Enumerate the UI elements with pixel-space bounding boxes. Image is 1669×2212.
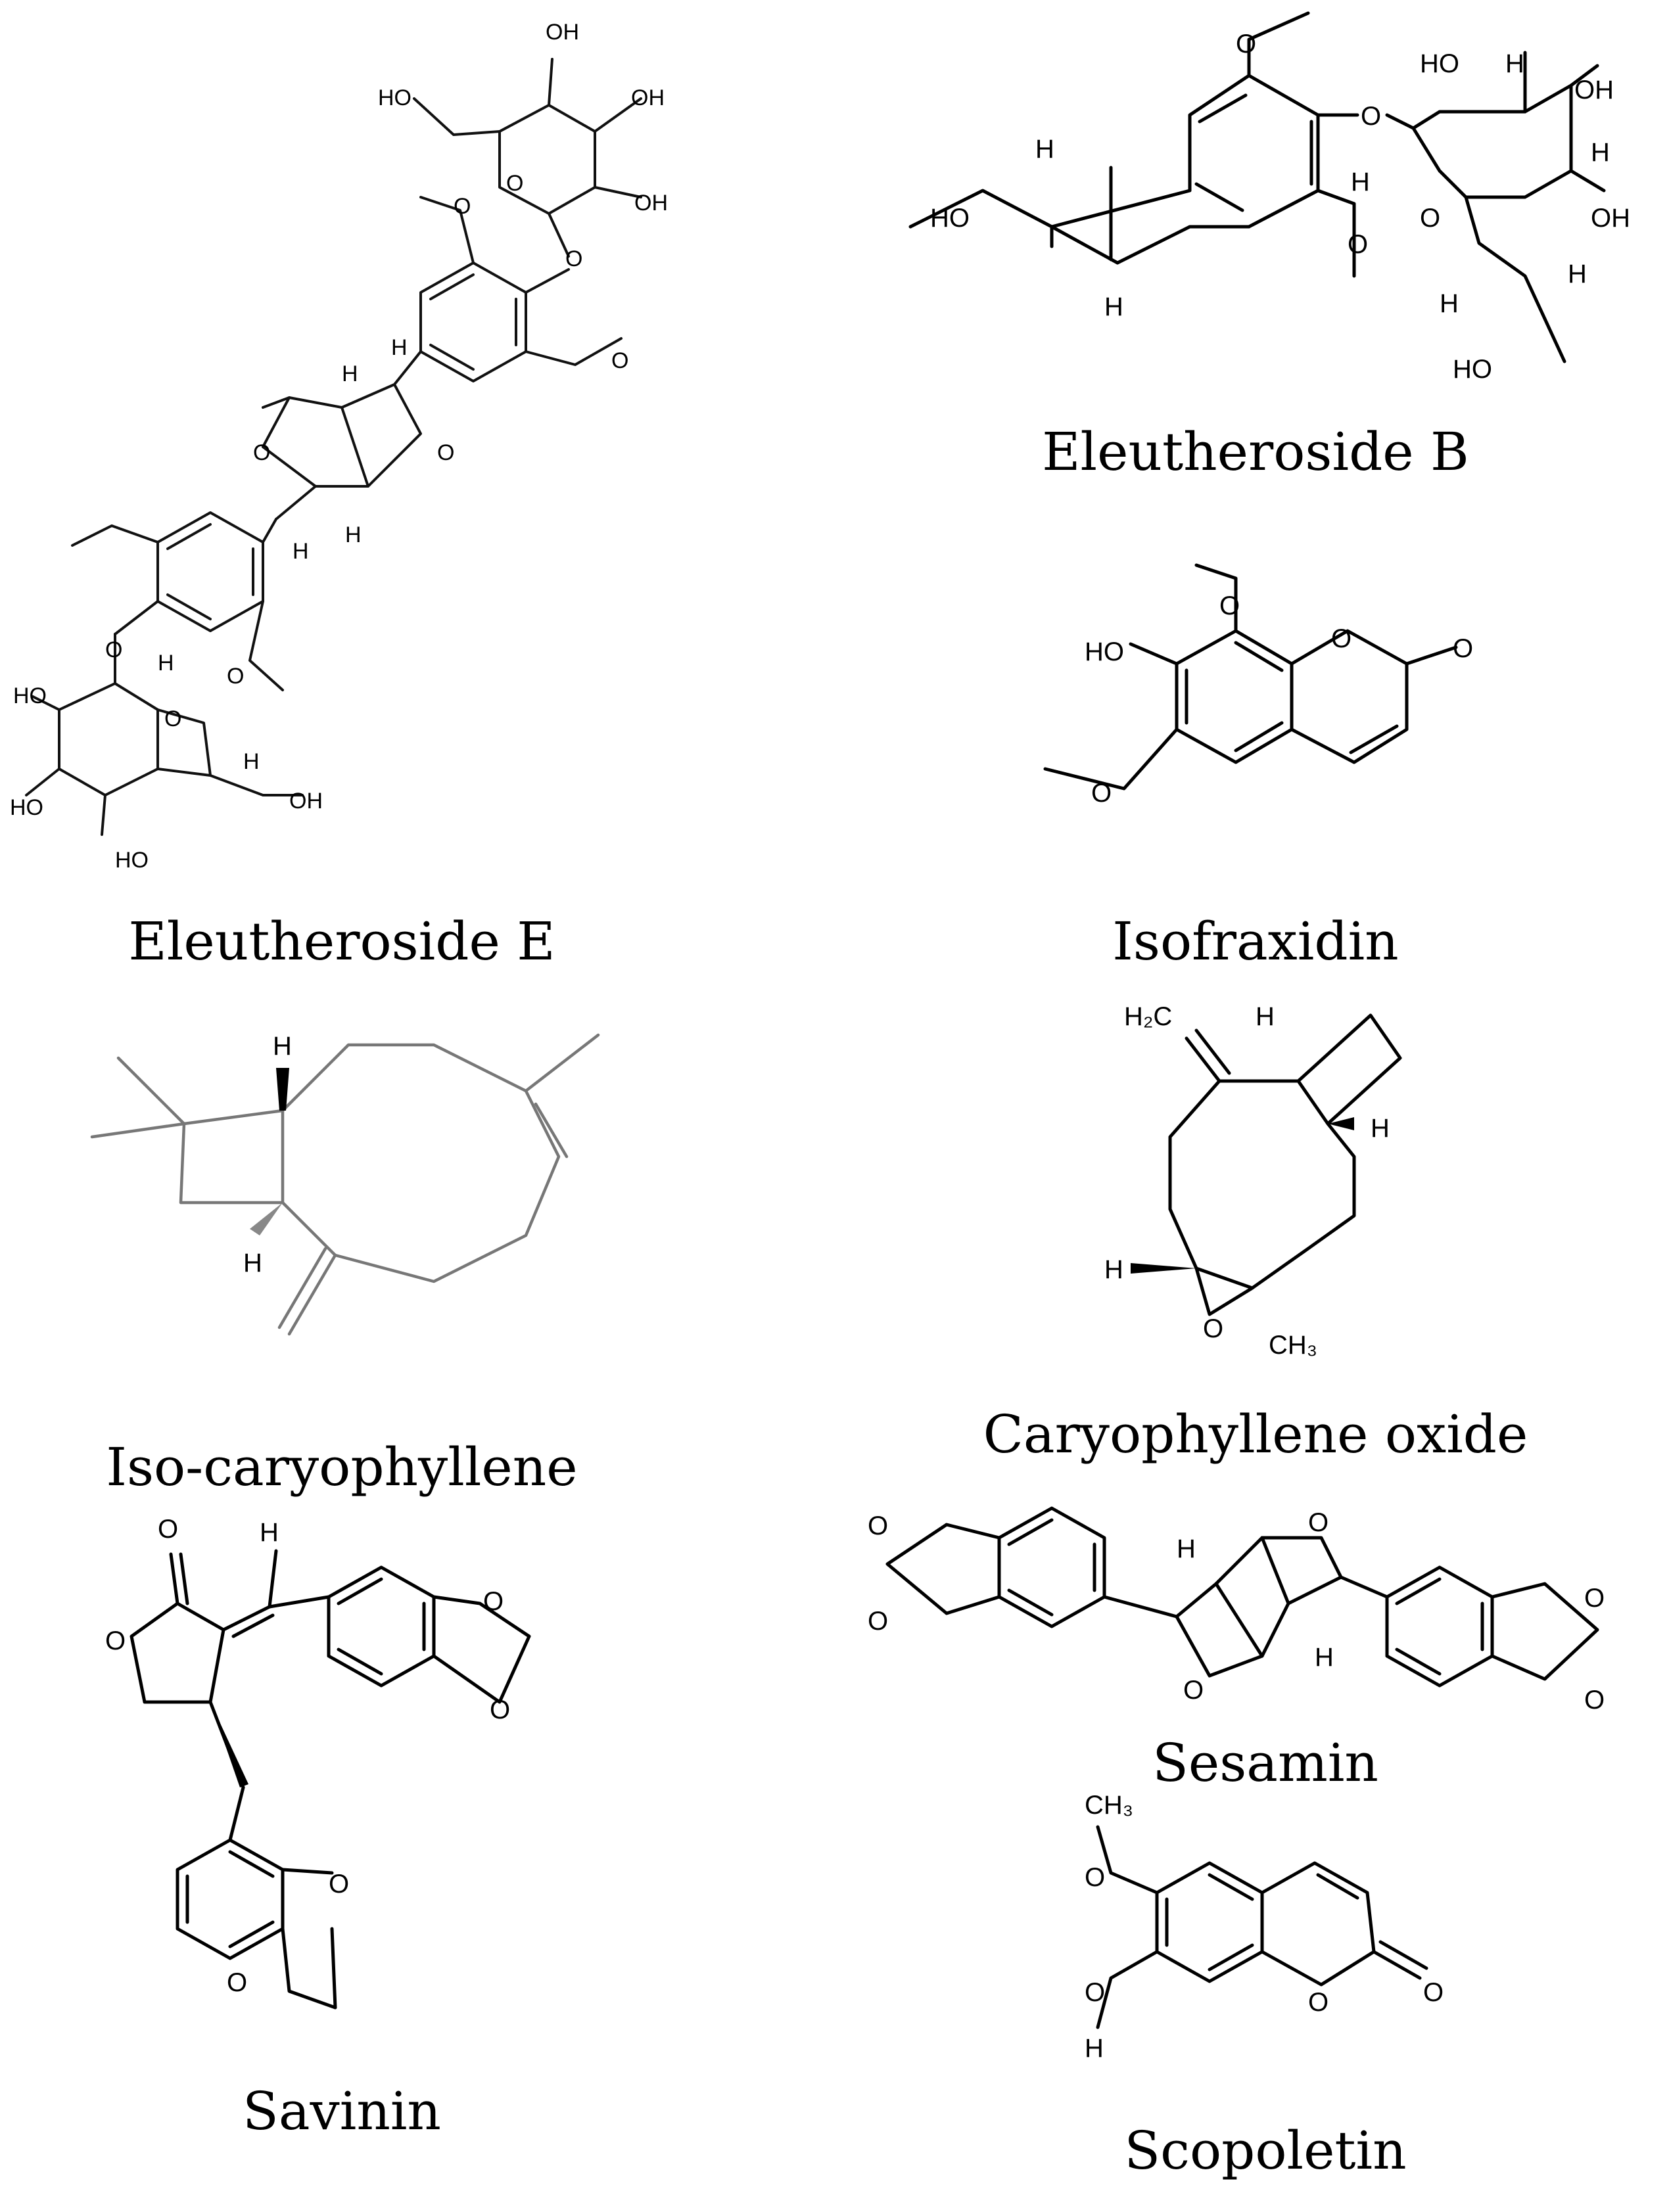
atom-label: H: [342, 361, 358, 386]
atom-label: H: [1505, 49, 1524, 78]
atom-label: O: [1584, 1686, 1605, 1715]
atom-label: O: [454, 194, 471, 219]
atom-label: O: [565, 246, 582, 271]
atom-label: H: [345, 522, 362, 547]
atom-label: O: [1361, 102, 1381, 131]
atom-label: HO: [115, 848, 149, 873]
atom-label: HO: [10, 795, 43, 820]
atom-label: O: [1085, 1978, 1105, 2007]
atom-label: O: [437, 440, 454, 465]
atom-label: HO: [1453, 355, 1492, 384]
compound-name-eleutheroside-b: Eleutheroside B: [1042, 421, 1469, 482]
atom-label: O: [1203, 1314, 1223, 1343]
atom-label: H: [243, 1249, 262, 1278]
atom-label: O: [868, 1607, 888, 1636]
atom-label: HO: [1085, 637, 1124, 666]
atom-label: O: [1584, 1584, 1605, 1613]
atom-label: O: [1453, 634, 1473, 663]
atom-label: O: [105, 1626, 126, 1655]
atom-label: O: [1348, 230, 1368, 259]
atom-label: O: [1183, 1676, 1204, 1705]
atom-label: O: [329, 1870, 349, 1899]
atom-label: O: [1308, 1508, 1328, 1537]
atom-label: H: [1568, 260, 1587, 288]
atom-label: H: [391, 335, 408, 360]
atom-label: H: [1035, 135, 1054, 164]
compound-name-scopoletin: Scopoletin: [1124, 2120, 1406, 2181]
compound-name-iso-caryophyllene: Iso-caryophyllene: [106, 1437, 577, 1498]
atom-label: HO: [1420, 49, 1459, 78]
atom-label: H: [293, 539, 309, 564]
structure-iso-caryophyllene: H H: [90, 1032, 600, 1336]
atom-label: O: [1091, 779, 1112, 808]
atom-label: O: [611, 348, 628, 373]
atom-label: H: [158, 651, 174, 676]
compound-name-isofraxidin: Isofraxidin: [1112, 911, 1398, 972]
atom-label: O: [1085, 1863, 1105, 1892]
atom-label: H: [1440, 289, 1459, 318]
atom-label: O: [868, 1511, 888, 1540]
atom-label: H: [243, 749, 260, 774]
atom-label: O: [1420, 204, 1440, 233]
compound-name-caryophyllene-oxide: Caryophyllene oxide: [983, 1404, 1528, 1465]
atom-label: HO: [378, 85, 411, 110]
atom-label: H: [1315, 1643, 1334, 1672]
atom-label: H: [1351, 168, 1370, 196]
structure-sesamin: O O H O O H O O: [868, 1506, 1605, 1715]
structure-eleutheroside-e: OH OH OH HO O O O O O O H H H H O O O H …: [10, 20, 668, 873]
atom-label: HO: [930, 204, 970, 233]
atom-label: O: [227, 1968, 247, 1997]
atom-label: H: [273, 1032, 292, 1061]
atom-label: H₂C: [1124, 1002, 1172, 1031]
atom-label: H: [1104, 292, 1123, 321]
atom-label: OH: [634, 191, 668, 216]
atom-label: O: [105, 637, 122, 662]
atom-label: H: [1085, 2034, 1104, 2063]
compound-name-sesamin: Sesamin: [1152, 1732, 1378, 1793]
atom-label: H: [1177, 1534, 1196, 1563]
compound-name-savinin: Savinin: [243, 2081, 441, 2142]
structure-savinin: O H O O O O O: [105, 1515, 531, 2010]
atom-label: OH: [546, 20, 579, 45]
compound-name-eleutheroside-e: Eleutheroside E: [128, 911, 555, 972]
atom-label: O: [506, 171, 523, 196]
atom-label: O: [1219, 591, 1240, 620]
structure-isofraxidin: O HO O O O: [1043, 563, 1473, 808]
structure-eleutheroside-b: HO H H O O O O HO H OH H OH H H H HO: [908, 11, 1630, 384]
atom-label: OH: [1574, 76, 1614, 104]
atom-label: O: [158, 1515, 178, 1544]
atom-label: H: [1256, 1002, 1275, 1031]
atom-label: O: [1423, 1978, 1444, 2007]
atom-label: CH₃: [1085, 1791, 1133, 1820]
atom-label: OH: [289, 789, 323, 814]
atom-label: O: [227, 664, 244, 689]
atom-label: CH₃: [1269, 1331, 1317, 1360]
atom-label: O: [1331, 624, 1352, 653]
structure-scopoletin: CH₃ O O H O O: [1085, 1791, 1444, 2063]
atom-label: HO: [13, 683, 47, 708]
atom-label: H: [1591, 138, 1610, 167]
atom-label: O: [253, 440, 270, 465]
atom-label: O: [1308, 1988, 1328, 2017]
atom-label: OH: [631, 85, 665, 110]
atom-label: O: [490, 1695, 510, 1724]
structure-caryophyllene-oxide: H₂C H H H O CH₃: [1104, 1002, 1402, 1360]
atom-label: H: [1371, 1114, 1390, 1143]
atom-label: H: [260, 1518, 279, 1547]
atom-label: OH: [1591, 204, 1630, 233]
atom-label: O: [164, 706, 181, 731]
atom-label: O: [1236, 30, 1256, 58]
atom-label: H: [1104, 1255, 1123, 1284]
atom-label: O: [483, 1587, 504, 1616]
